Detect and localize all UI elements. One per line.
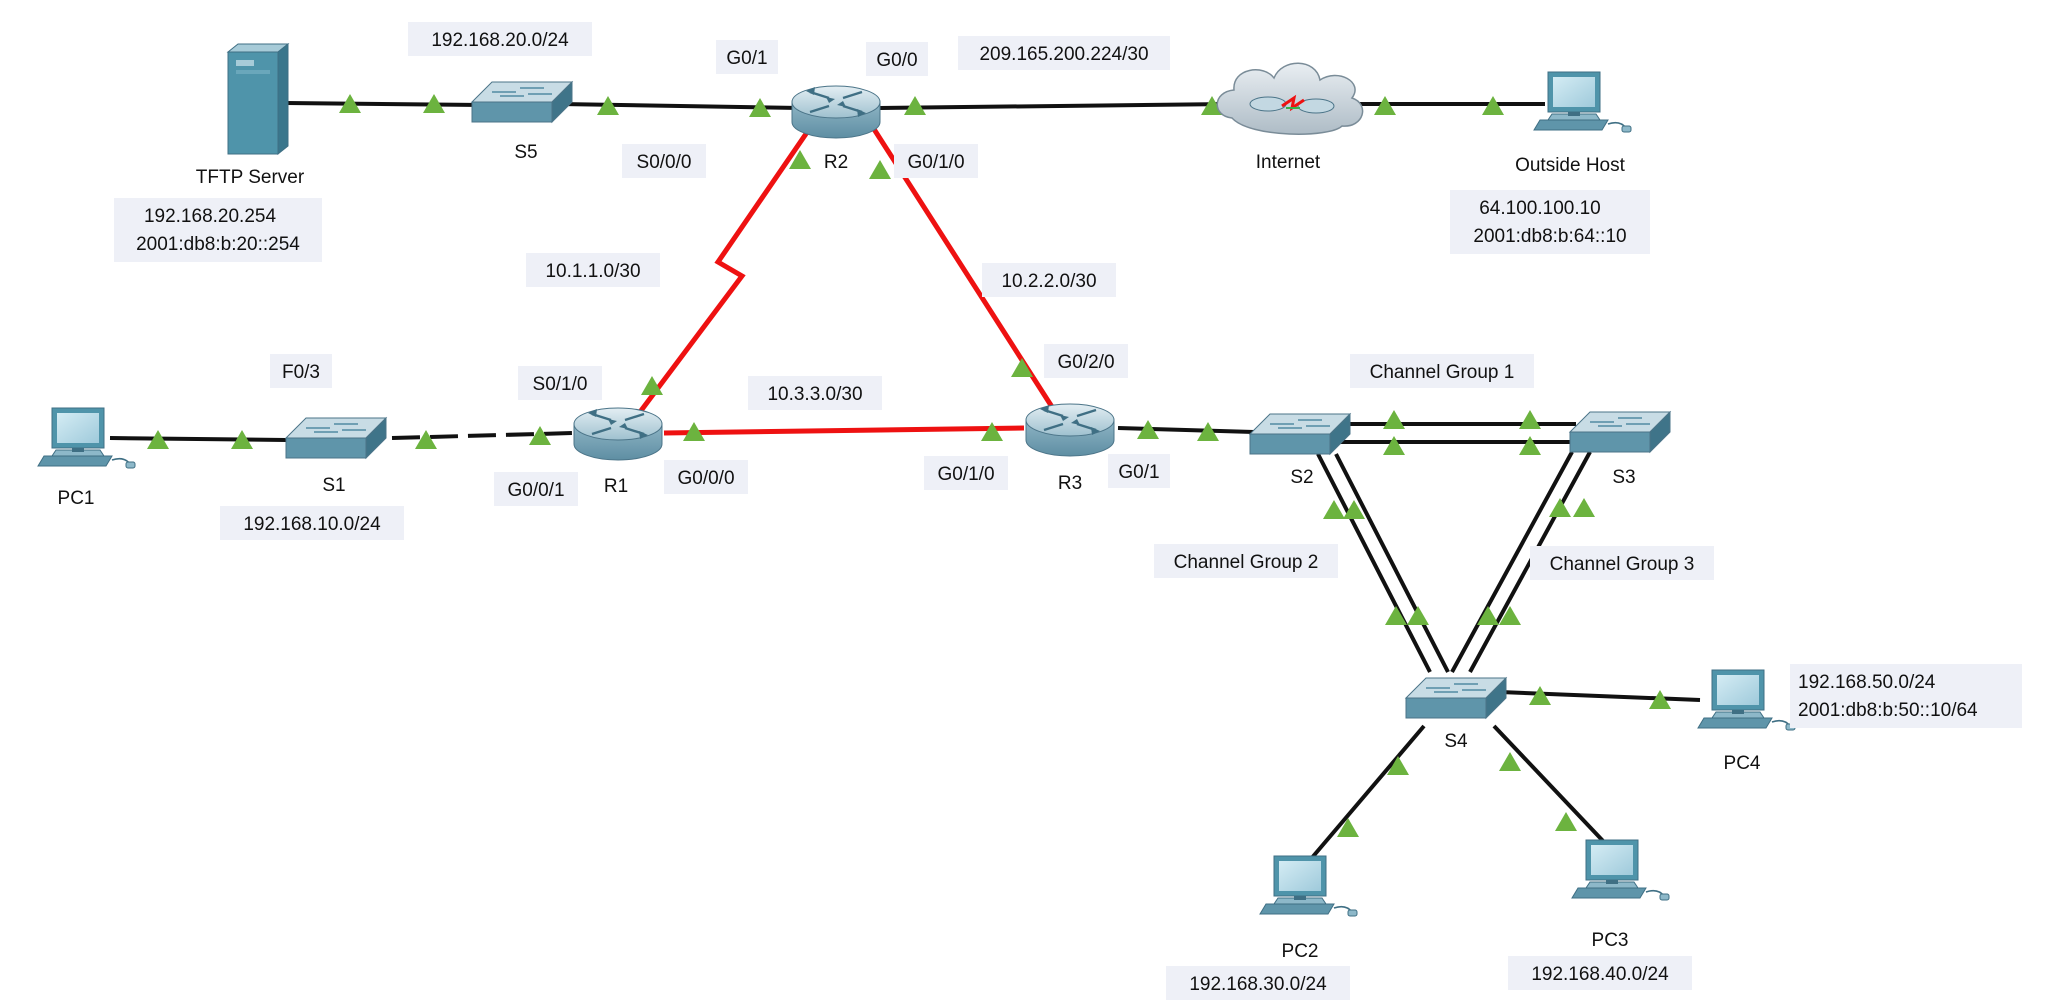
subnet-label-10-3-3: 10.3.3.0/30: [767, 384, 862, 405]
pc3-icon[interactable]: [1571, 839, 1670, 901]
subnet-label-209-165-200: 209.165.200.224/30: [979, 44, 1148, 65]
switch-s2-icon[interactable]: [1249, 413, 1351, 455]
subnet-label-10-1-1: 10.1.1.0/30: [545, 261, 640, 282]
link-pc1-s1: [109, 436, 287, 442]
switch-s3-icon[interactable]: [1569, 411, 1671, 453]
link-s3-s4-a: [1450, 451, 1574, 673]
internet-label: Internet: [1256, 152, 1321, 173]
link-status-indicators: [147, 94, 1671, 837]
tftp-server-icon[interactable]: [227, 43, 289, 155]
link-s1-r1: [391, 431, 575, 440]
link-tftp-s5: [285, 101, 483, 107]
router-r2-label: R2: [824, 152, 848, 173]
channel-group-1-label: Channel Group 1: [1370, 362, 1515, 383]
link-r3-s2: [1117, 426, 1255, 434]
link-s4-pc4: [1499, 690, 1701, 702]
switch-s1-icon[interactable]: [285, 417, 387, 459]
router-r3-icon[interactable]: [1024, 402, 1116, 458]
router-r3-label: R3: [1058, 473, 1082, 494]
tftp-server-label: TFTP Server: [196, 167, 305, 188]
pc4-label: PC4: [1724, 753, 1761, 774]
interface-r2-g0-1: G0/1: [726, 48, 767, 69]
outside-host-label: Outside Host: [1515, 155, 1626, 176]
pc2-label: PC2: [1282, 941, 1319, 962]
pc1-label: PC1: [58, 488, 95, 509]
interface-s1-f0-3: F0/3: [282, 362, 320, 383]
link-s2-s4-a: [1316, 453, 1432, 673]
router-r1-label: R1: [604, 476, 628, 497]
interface-r1-g0-0-0: G0/0/0: [677, 468, 734, 489]
interface-r2-g0-0: G0/0: [876, 50, 917, 71]
link-s2-s4-b: [1334, 453, 1450, 673]
channel-group-2-label: Channel Group 2: [1174, 552, 1319, 573]
link-r1-r3: [663, 425, 1025, 436]
subnet-label-192-168-50: 192.168.50.0/24: [1798, 672, 1936, 693]
interface-r1-g0-0-1: G0/0/1: [507, 480, 564, 501]
link-s4-pc3: [1492, 724, 1606, 844]
interface-r1-s0-1-0: S0/1/0: [533, 374, 588, 395]
tftp-server-ipv6: 2001:db8:b:20::254: [136, 234, 300, 255]
interface-r3-g0-1: G0/1: [1118, 462, 1159, 483]
pc3-label: PC3: [1592, 930, 1629, 951]
outside-host-ipv4: 64.100.100.10: [1479, 198, 1601, 219]
switch-s4-icon[interactable]: [1405, 677, 1507, 719]
channel-group-3-label: Channel Group 3: [1550, 554, 1695, 575]
link-s4-pc2: [1308, 724, 1426, 862]
internet-cloud-icon[interactable]: [1216, 62, 1364, 135]
link-r2-internet: [879, 102, 1231, 110]
switch-s2-label: S2: [1290, 467, 1313, 488]
switch-s4-label: S4: [1444, 731, 1468, 752]
pc4-icon[interactable]: [1697, 669, 1796, 731]
switch-s5-label: S5: [514, 142, 537, 163]
interface-r3-g0-2-0: G0/2/0: [1057, 352, 1114, 373]
outside-host-icon[interactable]: [1533, 71, 1632, 133]
interface-r2-g0-1-0: G0/1/0: [907, 152, 964, 173]
pc2-icon[interactable]: [1259, 855, 1358, 917]
router-r1-icon[interactable]: [572, 406, 664, 462]
switch-s5-icon[interactable]: [471, 81, 573, 123]
switch-s3-label: S3: [1612, 467, 1635, 488]
interface-r3-g0-1-0: G0/1/0: [937, 464, 994, 485]
interface-r2-s0-0-0: S0/0/0: [637, 152, 692, 173]
subnet-label-192-168-10: 192.168.10.0/24: [243, 514, 381, 535]
subnet-label-192-168-50-ipv6: 2001:db8:b:50::10/64: [1798, 700, 1978, 721]
router-r2-icon[interactable]: [790, 84, 882, 140]
tftp-server-ipv4: 192.168.20.254: [144, 206, 277, 227]
subnet-label-192-168-20: 192.168.20.0/24: [431, 30, 569, 51]
subnet-label-192-168-40: 192.168.40.0/24: [1531, 964, 1669, 985]
link-r2-r1-serial: [638, 126, 813, 414]
switch-s1-label: S1: [322, 475, 345, 496]
outside-host-ipv6: 2001:db8:b:64::10: [1473, 226, 1626, 247]
subnet-label-192-168-30: 192.168.30.0/24: [1189, 974, 1327, 995]
subnet-label-10-2-2: 10.2.2.0/30: [1001, 271, 1096, 292]
